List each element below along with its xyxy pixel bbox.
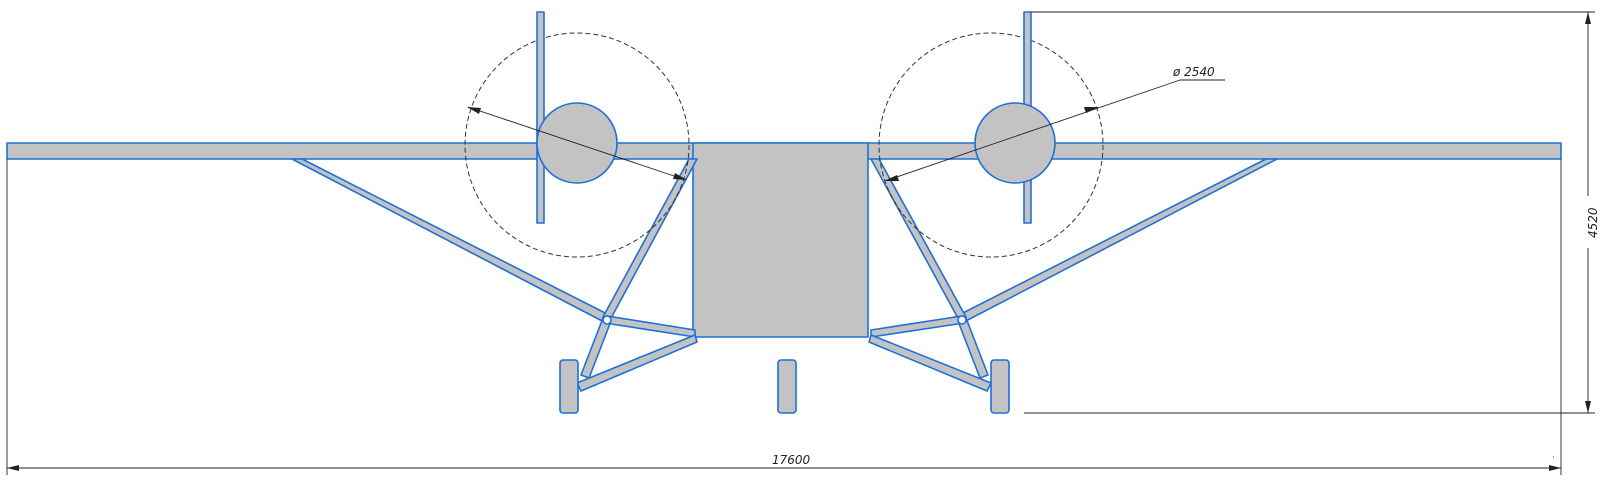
right-diameter-arrow-start <box>884 175 899 181</box>
right-lower-gear-brace <box>868 334 992 392</box>
height-arrow-bottom <box>1585 401 1591 413</box>
propeller-diameter-label: ø 2540 <box>1172 65 1215 79</box>
corner-mark: · <box>1552 453 1555 463</box>
right-strut-joint <box>957 315 967 325</box>
right-gear-leg <box>957 317 989 379</box>
left-main-wheel <box>559 359 579 414</box>
right-upper-strut <box>870 158 967 321</box>
fuselage <box>692 142 869 338</box>
left-diameter-arrow-end <box>673 173 687 180</box>
left-strut-joint <box>602 315 612 325</box>
right-wing-strut <box>954 158 1278 324</box>
right-diameter-arrow-end <box>1084 107 1099 113</box>
right-engine-nacelle <box>974 102 1056 184</box>
left-wing-strut <box>291 158 614 324</box>
right-propeller-disc <box>878 32 1104 258</box>
span-arrow-left <box>7 465 19 471</box>
left-upper-strut <box>602 158 698 321</box>
left-engine-nacelle <box>536 102 618 184</box>
left-propeller-blade <box>536 11 545 224</box>
left-lower-gear-brace <box>576 334 698 392</box>
left-propeller-disc <box>464 32 690 258</box>
right-main-wheel <box>990 359 1010 414</box>
right-node-brace <box>870 315 965 338</box>
left-gear-leg <box>580 317 612 379</box>
left-node-brace <box>604 315 696 338</box>
left-diameter-line <box>467 106 687 181</box>
right-diameter-line <box>884 79 1181 182</box>
span-arrow-right <box>1549 465 1561 471</box>
span-dimension-label: 17600 <box>772 453 811 467</box>
height-dimension-label: 4520 <box>1586 207 1600 238</box>
nose-wheel <box>777 359 797 414</box>
left-diameter-arrow-start <box>467 107 481 114</box>
height-arrow-top <box>1585 12 1591 24</box>
